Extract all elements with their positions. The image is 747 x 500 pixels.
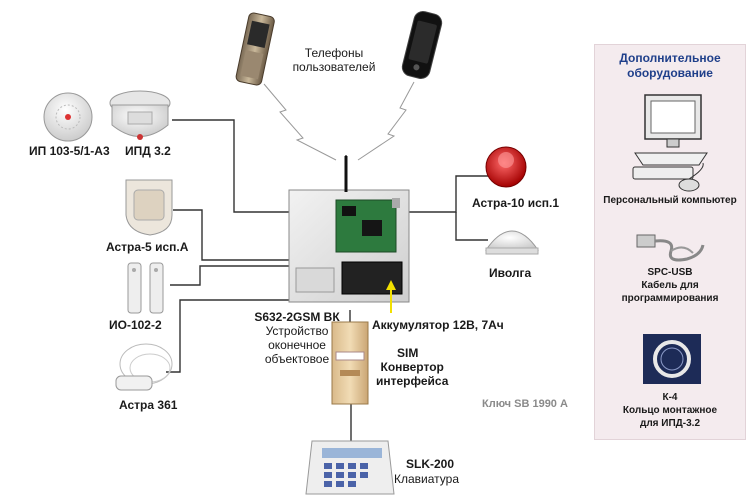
smoke-detector-ipd-icon [109, 90, 171, 140]
siren-astra10-icon [485, 146, 527, 188]
battery-label: Аккумулятор 12В, 7Ач [372, 318, 504, 332]
label-ivolga: Иволга [489, 266, 532, 280]
label-astra361: Астра 361 [119, 398, 178, 412]
controller-desc-label: Устройство оконечное объектовое [264, 324, 330, 366]
controller-box-icon [288, 156, 410, 303]
phones-label: Телефоны пользователей [292, 46, 376, 74]
phone-1-icon [235, 12, 275, 86]
k4-title-label: К-4 [662, 392, 678, 403]
sim-converter-icon [331, 321, 369, 405]
keypad-desc-label: Клавиатура [394, 472, 459, 486]
phone-2-icon [401, 11, 443, 79]
wireless-links [263, 81, 415, 161]
magnetic-contact-icon [127, 262, 164, 314]
label-io102: ИО-102-2 [109, 318, 162, 332]
panel-title: Дополнительное оборудование [619, 51, 721, 80]
computer-label: Персональный компьютер [603, 195, 737, 206]
spc-title-label: SPC-USB [647, 267, 693, 278]
usb-cable-icon [636, 234, 705, 262]
label-astra10: Астра-10 исп.1 [472, 196, 560, 210]
computer-icon [632, 94, 708, 192]
smoke-detector-ip103-icon [43, 92, 93, 142]
battery-arrow [386, 280, 396, 313]
key-label: Ключ SB 1990 А [482, 398, 568, 410]
sim-title-label: SIM [397, 346, 419, 360]
motion-sensor-icon [125, 179, 173, 236]
keypad-title-label: SLK-200 [406, 457, 455, 471]
glass-break-sensor-icon [115, 343, 173, 391]
label-astra5: Астра-5 исп.А [106, 240, 189, 254]
sim-desc-label: Конвертор интерфейса [376, 360, 449, 388]
wiring-lines [166, 119, 488, 450]
k4-desc-label: Кольцо монтажное для ИПД-3.2 [622, 405, 718, 429]
siren-ivolga-icon [485, 230, 539, 255]
spc-desc-label: Кабель для программирования [621, 280, 719, 304]
controller-model-label: S632-2GSM ВК [254, 310, 340, 324]
keypad-icon [305, 440, 395, 495]
label-ipd: ИПД 3.2 [125, 144, 171, 158]
mounting-ring-icon [643, 334, 701, 384]
label-ip103: ИП 103-5/1-А3 [29, 144, 110, 158]
additional-equipment-panel: Дополнительное оборудование Персональный… [594, 44, 746, 440]
